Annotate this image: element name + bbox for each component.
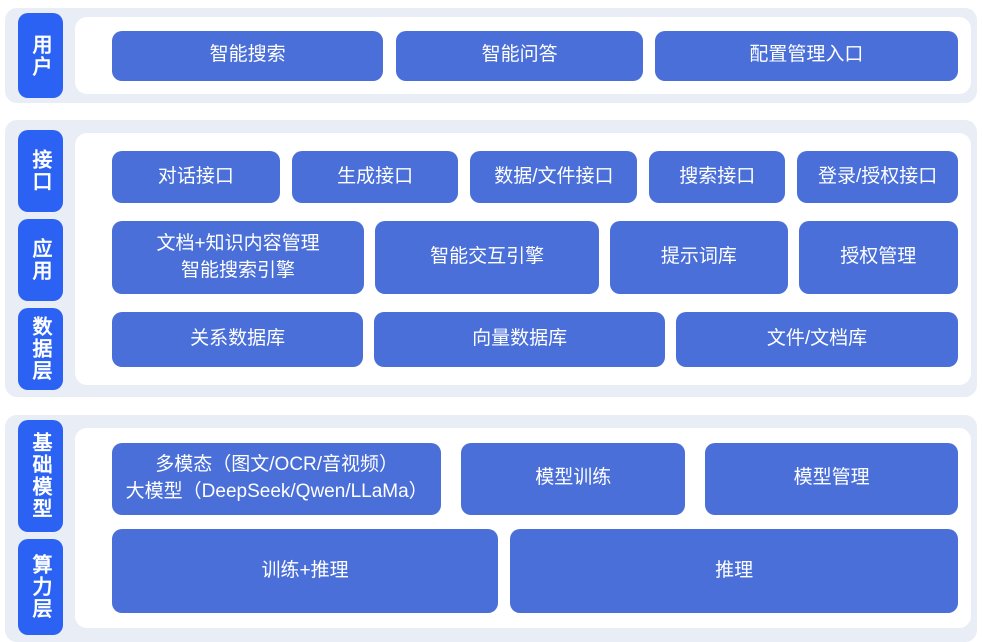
row-data-stores: 关系数据库 向量数据库 文件/文档库 [75,312,971,367]
node-data-file-api: 数据/文件接口 [470,151,638,203]
node-smart-qa: 智能问答 [396,30,643,81]
node-auth-management: 授权管理 [798,221,958,294]
layer-rail-middle: 接口 应用 数据层 [5,120,75,397]
row-interfaces: 对话接口 生成接口 数据/文件接口 搜索接口 登录/授权接口 [75,151,971,203]
layer-rail-bottom: 基础模型 算力层 [5,415,75,642]
layer-label-application: 应用 [17,219,63,301]
node-prompt-library: 提示词库 [610,221,788,294]
layer-label-interface: 接口 [17,130,63,212]
panel-user: 智能搜索 智能问答 配置管理入口 [75,17,971,94]
node-multimodal-llm: 多模态（图文/OCR/音视频） 大模型（DeepSeek/Qwen/LLaMa） [112,442,442,515]
row-models: 多模态（图文/OCR/音视频） 大模型（DeepSeek/Qwen/LLaMa）… [75,442,971,515]
node-login-auth-api: 登录/授权接口 [797,151,959,203]
node-model-management: 模型管理 [705,442,958,515]
node-dialog-api: 对话接口 [112,151,280,203]
node-generation-api: 生成接口 [291,151,459,203]
panel-middle: 对话接口 生成接口 数据/文件接口 搜索接口 登录/授权接口 文档+知识内容管理… [75,133,971,385]
layer-band-bottom: 基础模型 算力层 多模态（图文/OCR/音视频） 大模型（DeepSeek/Qw… [5,415,977,642]
layer-label-data: 数据层 [17,308,63,390]
panel-bottom: 多模态（图文/OCR/音视频） 大模型（DeepSeek/Qwen/LLaMa）… [75,428,971,628]
node-search-api: 搜索接口 [649,151,786,203]
node-file-doc-store: 文件/文档库 [676,312,958,367]
node-training-inference: 训练+推理 [112,529,499,614]
row-applications: 文档+知识内容管理 智能搜索引擎 智能交互引擎 提示词库 授权管理 [75,221,971,294]
layer-band-middle: 接口 应用 数据层 对话接口 生成接口 数据/文件接口 搜索接口 登录/授权接口… [5,120,977,397]
node-config-entry: 配置管理入口 [654,30,958,81]
row-compute: 训练+推理 推理 [75,529,971,614]
layer-label-compute: 算力层 [17,539,63,635]
row-user-entries: 智能搜索 智能问答 配置管理入口 [75,30,971,81]
node-vector-db: 向量数据库 [374,312,666,367]
node-interaction-engine: 智能交互引擎 [375,221,600,294]
node-relational-db: 关系数据库 [112,312,364,367]
node-inference: 推理 [510,529,958,614]
layer-label-foundation-model: 基础模型 [17,420,63,533]
layer-band-user: 用户 智能搜索 智能问答 配置管理入口 [5,8,977,103]
node-doc-knowledge-search-engine: 文档+知识内容管理 智能搜索引擎 [112,221,365,294]
node-smart-search: 智能搜索 [112,30,384,81]
node-model-training: 模型训练 [461,442,686,515]
layer-rail-user: 用户 [5,8,75,103]
layer-label-user: 用户 [17,13,63,98]
